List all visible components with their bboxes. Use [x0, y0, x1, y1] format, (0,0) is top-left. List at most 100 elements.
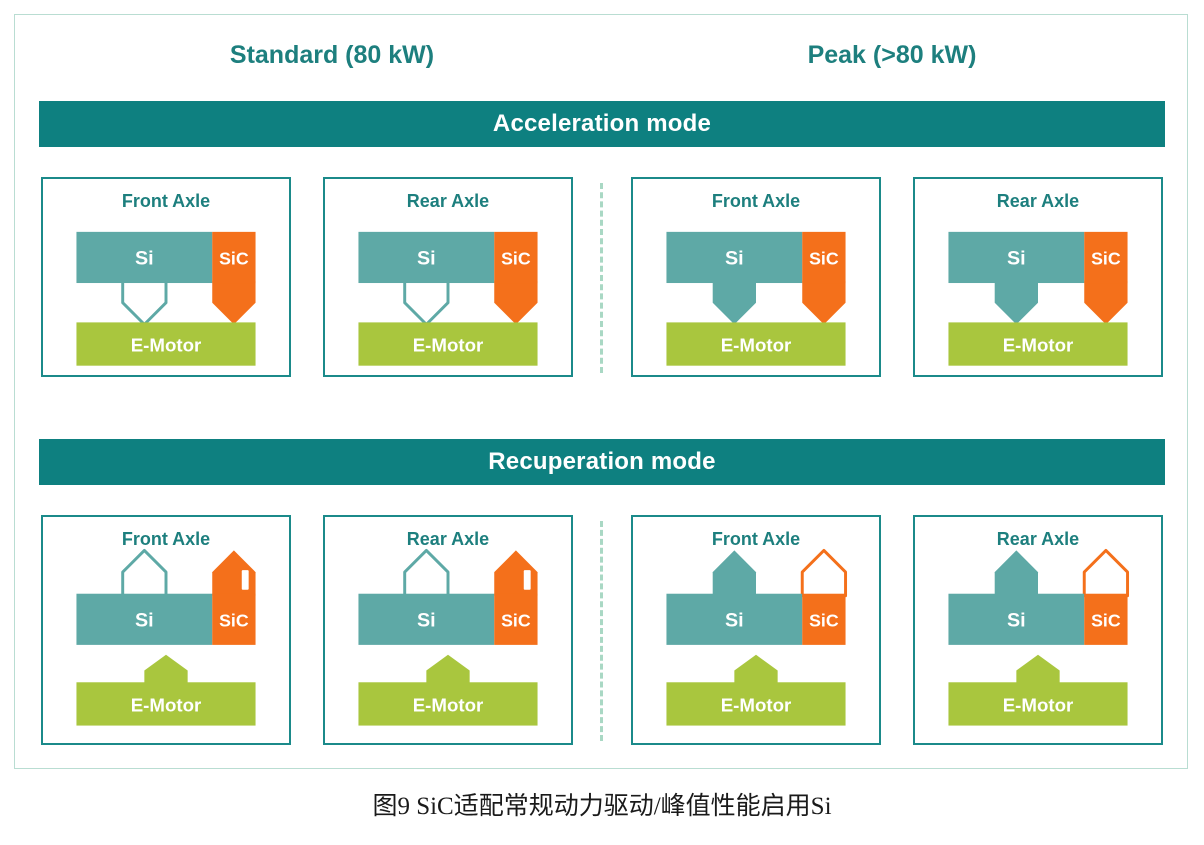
emotor-arrow-filled [734, 654, 778, 685]
sic-arrow-filled [494, 550, 538, 596]
sic-label: SiC [219, 610, 249, 630]
si-label: Si [725, 609, 744, 631]
sic-block [1084, 231, 1128, 284]
si-arrow-hollow [403, 548, 450, 598]
panel-diagram: Si SiC E-Motor [666, 231, 846, 366]
emotor-block [666, 322, 846, 366]
si-block [948, 593, 1085, 645]
si-block [76, 231, 213, 284]
emotor-arrow-filled [426, 654, 470, 685]
sic-label: SiC [219, 248, 249, 268]
sic-block [212, 593, 256, 645]
axle-title: Rear Axle [406, 529, 490, 549]
sic-arrow-filled [494, 281, 538, 325]
emotor-block [76, 682, 256, 726]
emotor-label: E-Motor [721, 694, 792, 715]
si-block [666, 231, 803, 284]
sic-label: SiC [501, 610, 531, 630]
panel-diagram: Si SiC E-Motor [666, 548, 848, 726]
emotor-block [948, 322, 1128, 366]
sic-label: SiC [1091, 610, 1121, 630]
axle-title: Front Axle [121, 529, 211, 549]
figure-caption: 图9 SiC适配常规动力驱动/峰值性能启用Si [372, 793, 832, 820]
si-label: Si [417, 609, 436, 631]
emotor-block [666, 682, 846, 726]
sic-label: SiC [809, 248, 839, 268]
si-block [666, 593, 803, 645]
si-arrow-filled [994, 281, 1038, 325]
si-arrow-hollow [121, 279, 168, 326]
emotor-label: E-Motor [131, 335, 202, 356]
sic-label: SiC [809, 610, 839, 630]
panel-diagram: Si SiC E-Motor [76, 548, 256, 726]
sic-block [802, 231, 846, 284]
emotor-label: E-Motor [721, 335, 792, 356]
emotor-label: E-Motor [131, 694, 202, 715]
axle-title: Front Axle [711, 529, 801, 549]
si-label: Si [1007, 247, 1026, 269]
panel-diagram: Si SiC E-Motor [76, 231, 256, 366]
si-label: Si [725, 247, 744, 269]
sic-arrow-filled [1084, 281, 1128, 325]
sic-arrow-hollow [800, 548, 848, 598]
sic-notch [241, 570, 249, 590]
sic-arrow-filled [212, 550, 256, 596]
si-block [948, 231, 1085, 284]
column-header-peak: Peak (>80 kW) [807, 41, 977, 69]
sic-arrow-filled [212, 281, 256, 325]
figure-frame: Standard (80 kW) Peak (>80 kW) Accelerat… [14, 14, 1188, 769]
emotor-label: E-Motor [1003, 694, 1074, 715]
sic-block [1084, 593, 1128, 645]
column-divider-acceleration [600, 183, 603, 373]
si-block [358, 593, 495, 645]
sic-block [494, 593, 538, 645]
axle-title: Rear Axle [996, 191, 1080, 211]
emotor-block [76, 322, 256, 366]
emotor-label: E-Motor [413, 694, 484, 715]
sic-notch [523, 570, 531, 590]
emotor-label: E-Motor [1003, 335, 1074, 356]
si-arrow-filled [994, 550, 1038, 596]
si-arrow-hollow [403, 279, 450, 326]
emotor-arrow-filled [144, 654, 188, 685]
axle-title: Rear Axle [406, 191, 490, 211]
panel-diagram: Si SiC E-Motor [358, 548, 538, 726]
panel-diagram: Si SiC E-Motor [358, 231, 538, 366]
column-header-standard: Standard (80 kW) [229, 41, 435, 69]
sic-arrow-hollow [1082, 548, 1130, 598]
mode-banner-recuperation: Recuperation mode [39, 439, 1165, 485]
si-block [358, 231, 495, 284]
sic-block [494, 231, 538, 284]
column-divider-recuperation [600, 521, 603, 741]
sic-arrow-filled [802, 281, 846, 325]
axle-title: Front Axle [711, 191, 801, 211]
si-arrow-filled [712, 281, 756, 325]
sic-label: SiC [501, 248, 531, 268]
panel-diagram: Si SiC E-Motor [948, 231, 1128, 366]
emotor-block [358, 682, 538, 726]
sic-block [802, 593, 846, 645]
axle-title: Rear Axle [996, 529, 1080, 549]
si-label: Si [135, 247, 154, 269]
si-label: Si [1007, 609, 1026, 631]
emotor-block [358, 322, 538, 366]
si-block [76, 593, 213, 645]
si-label: Si [417, 247, 436, 269]
emotor-block [948, 682, 1128, 726]
mode-banner-acceleration: Acceleration mode [39, 101, 1165, 147]
si-label: Si [135, 609, 154, 631]
si-arrow-hollow [121, 548, 168, 598]
emotor-label: E-Motor [413, 335, 484, 356]
si-arrow-filled [712, 550, 756, 596]
sic-label: SiC [1091, 248, 1121, 268]
